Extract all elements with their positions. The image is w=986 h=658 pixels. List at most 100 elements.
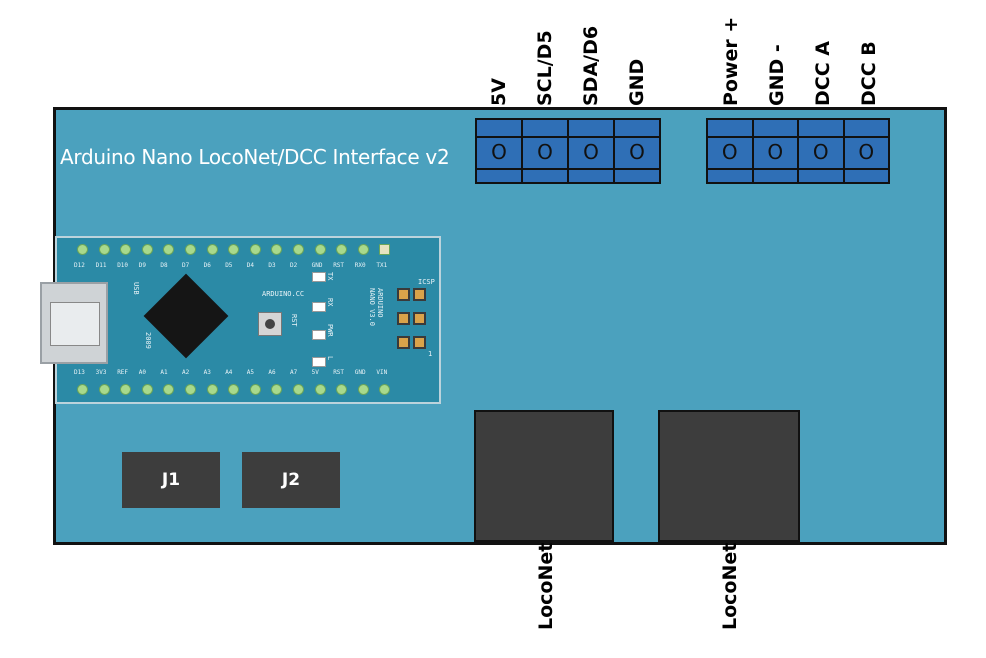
nano-pin-label: D4 xyxy=(247,262,254,269)
year-label: 2009 xyxy=(144,332,152,349)
nano-pin-label: D9 xyxy=(139,262,146,269)
screw-mark: O xyxy=(569,140,613,164)
loconet-label-right: LocoNet xyxy=(719,543,741,630)
led-label: RX xyxy=(326,298,334,306)
nano-pin-bottom xyxy=(185,384,196,395)
led-label: PWR xyxy=(326,324,334,337)
nano-pin-top xyxy=(207,244,218,255)
nano-pin-bottom xyxy=(99,384,110,395)
jumper-j1[interactable]: J1 xyxy=(122,452,220,508)
terminal-scl-d5[interactable]: O xyxy=(523,120,569,182)
terminal-gnd-minus[interactable]: O xyxy=(754,120,800,182)
nano-pin-label: D8 xyxy=(160,262,167,269)
tx-led xyxy=(312,272,326,282)
nano-pin-top xyxy=(250,244,261,255)
nano-pin-label: 3V3 xyxy=(96,369,107,376)
nano-pin-label: GND xyxy=(355,369,366,376)
nano-pin-bottom xyxy=(142,384,153,395)
nano-pin-label: D10 xyxy=(117,262,128,269)
nano-pin-label: D5 xyxy=(225,262,232,269)
nano-pin-top xyxy=(185,244,196,255)
icsp-pin1-label: 1 xyxy=(428,350,432,358)
nano-pin-top xyxy=(315,244,326,255)
pwr-led xyxy=(312,330,326,340)
usb-label: USB xyxy=(132,282,140,295)
label-5v: 5V xyxy=(488,78,510,106)
nano-pin-label: A5 xyxy=(247,369,254,376)
screw-mark: O xyxy=(845,140,889,164)
board-title: Arduino Nano LocoNet/DCC Interface v2 xyxy=(60,145,449,169)
loconet-connector-right[interactable] xyxy=(658,410,800,542)
nano-pin-label: D13 xyxy=(74,369,85,376)
nano-pin-label: A1 xyxy=(160,369,167,376)
nano-brand: ARDUINO.CC xyxy=(262,290,304,298)
nano-pin-label: D2 xyxy=(290,262,297,269)
label-scl-d5: SCL/D5 xyxy=(534,30,556,106)
led-label: L xyxy=(326,356,334,360)
nano-pin-label: D6 xyxy=(204,262,211,269)
nano-pin-label: A4 xyxy=(225,369,232,376)
jumper-j2[interactable]: J2 xyxy=(242,452,340,508)
label-gnd: GND xyxy=(626,59,648,106)
nano-pin-bottom xyxy=(77,384,88,395)
screw-mark: O xyxy=(477,140,521,164)
nano-pin-top xyxy=(358,244,369,255)
nano-pin-label: REF xyxy=(117,369,128,376)
terminal-sda-d6[interactable]: O xyxy=(569,120,615,182)
usb-connector[interactable] xyxy=(40,282,108,364)
nano-pin-label: D7 xyxy=(182,262,189,269)
nano-pin-top xyxy=(99,244,110,255)
nano-pin-top xyxy=(77,244,88,255)
nano-pin-bottom xyxy=(315,384,326,395)
screw-mark: O xyxy=(708,140,752,164)
nano-pin-bottom xyxy=(207,384,218,395)
screw-mark: O xyxy=(523,140,567,164)
nano-pin-label: D11 xyxy=(96,262,107,269)
label-power-plus: Power + xyxy=(720,17,742,106)
nano-pin-label: VIN xyxy=(376,369,387,376)
nano-pin-top xyxy=(293,244,304,255)
nano-pin-label: RST xyxy=(333,369,344,376)
nano-pin-label: D3 xyxy=(268,262,275,269)
nano-pin-bottom xyxy=(293,384,304,395)
nano-pin-label: TX1 xyxy=(376,262,387,269)
screw-mark: O xyxy=(754,140,798,164)
loconet-connector-left[interactable] xyxy=(474,410,614,542)
label-dcc-b: DCC B xyxy=(858,41,880,106)
terminal-block-right: O O O O xyxy=(706,118,890,184)
nano-pin-label: D12 xyxy=(74,262,85,269)
l-led xyxy=(312,357,326,367)
nano-pin-label: GND xyxy=(312,262,323,269)
nano-pin-label: RX0 xyxy=(355,262,366,269)
nano-pin-top xyxy=(379,244,390,255)
icsp-header xyxy=(395,286,425,354)
nano-pin-label: RST xyxy=(333,262,344,269)
rx-led xyxy=(312,302,326,312)
nano-pin-label: A6 xyxy=(268,369,275,376)
nano-pin-bottom xyxy=(358,384,369,395)
led-label: TX xyxy=(326,272,334,280)
terminal-gnd[interactable]: O xyxy=(615,120,659,182)
nano-pin-label: A3 xyxy=(204,369,211,376)
nano-pin-top xyxy=(142,244,153,255)
label-dcc-a: DCC A xyxy=(812,41,834,106)
rst-label: RST xyxy=(290,314,298,327)
nano-pin-label: A0 xyxy=(139,369,146,376)
loconet-label-left: LocoNet xyxy=(535,543,557,630)
terminal-5v[interactable]: O xyxy=(477,120,523,182)
terminal-power-plus[interactable]: O xyxy=(708,120,754,182)
nano-pin-label: A2 xyxy=(182,369,189,376)
label-gnd-minus: GND - xyxy=(766,44,788,106)
nano-pin-label: A7 xyxy=(290,369,297,376)
nano-pin-label: 5V xyxy=(312,369,319,376)
terminal-dcc-b[interactable]: O xyxy=(845,120,889,182)
label-sda-d6: SDA/D6 xyxy=(580,26,602,106)
icsp-label: ICSP xyxy=(418,278,435,286)
screw-mark: O xyxy=(799,140,843,164)
screw-mark: O xyxy=(615,140,659,164)
reset-button[interactable] xyxy=(258,312,282,336)
nano-pin-bottom xyxy=(250,384,261,395)
terminal-block-left: O O O O xyxy=(475,118,661,184)
terminal-dcc-a[interactable]: O xyxy=(799,120,845,182)
nano-model: ARDUINO NANO V3.0 xyxy=(368,288,384,328)
